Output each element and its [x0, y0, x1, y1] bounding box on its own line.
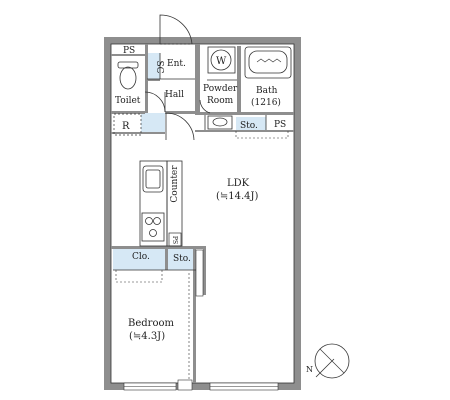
- powder-door: [199, 99, 211, 114]
- label-ldk: LDK: [227, 178, 250, 189]
- label-closet: Clo.: [132, 252, 150, 262]
- label-storage-lower: Sto.: [173, 254, 191, 264]
- hall-door: [144, 91, 166, 113]
- ps-box: [168, 232, 182, 247]
- label-bath: Bath: [256, 86, 278, 96]
- closet-lines: [115, 131, 289, 283]
- label-ps-small: PS: [171, 236, 178, 244]
- outer-walls: [104, 37, 301, 390]
- label-ldk-area: (≒14.4J): [216, 191, 259, 202]
- label-entrance: Ent.: [167, 59, 186, 69]
- interior-walls: [111, 44, 294, 383]
- label-hall: Hall: [165, 90, 184, 100]
- sink-fixture: [207, 115, 233, 130]
- label-ps-right: PS: [274, 120, 286, 130]
- sliding-door: [188, 249, 204, 382]
- fridge-area: [113, 113, 142, 136]
- label-powder-1: Powder: [203, 84, 238, 94]
- label-washer: W: [216, 56, 227, 67]
- label-bedroom-area: (≒4.3J): [129, 331, 165, 342]
- entrance-door: [159, 14, 193, 45]
- ldk-door: [165, 112, 195, 141]
- label-storage-right: Sto.: [240, 121, 258, 131]
- washer-fixture: [207, 46, 236, 74]
- label-ps-top: PS: [123, 46, 135, 56]
- bathtub-fixture: [244, 46, 292, 79]
- compass: N: [306, 343, 350, 379]
- label-bedroom: Bedroom: [128, 318, 174, 329]
- label-powder-2: Room: [207, 96, 234, 106]
- storage-shading: [113, 53, 266, 270]
- compass-north-label: N: [306, 365, 313, 374]
- kitchen-counter: [139, 160, 183, 247]
- label-bath-size: (1216): [251, 97, 281, 108]
- toilet-fixture: [117, 61, 139, 90]
- label-counter: Counter: [170, 165, 180, 203]
- label-toilet: Toilet: [115, 96, 141, 106]
- label-sc: SC: [154, 60, 164, 73]
- label-fridge: R: [122, 121, 130, 132]
- windows: [123, 379, 279, 391]
- plan-lines: [113, 53, 267, 271]
